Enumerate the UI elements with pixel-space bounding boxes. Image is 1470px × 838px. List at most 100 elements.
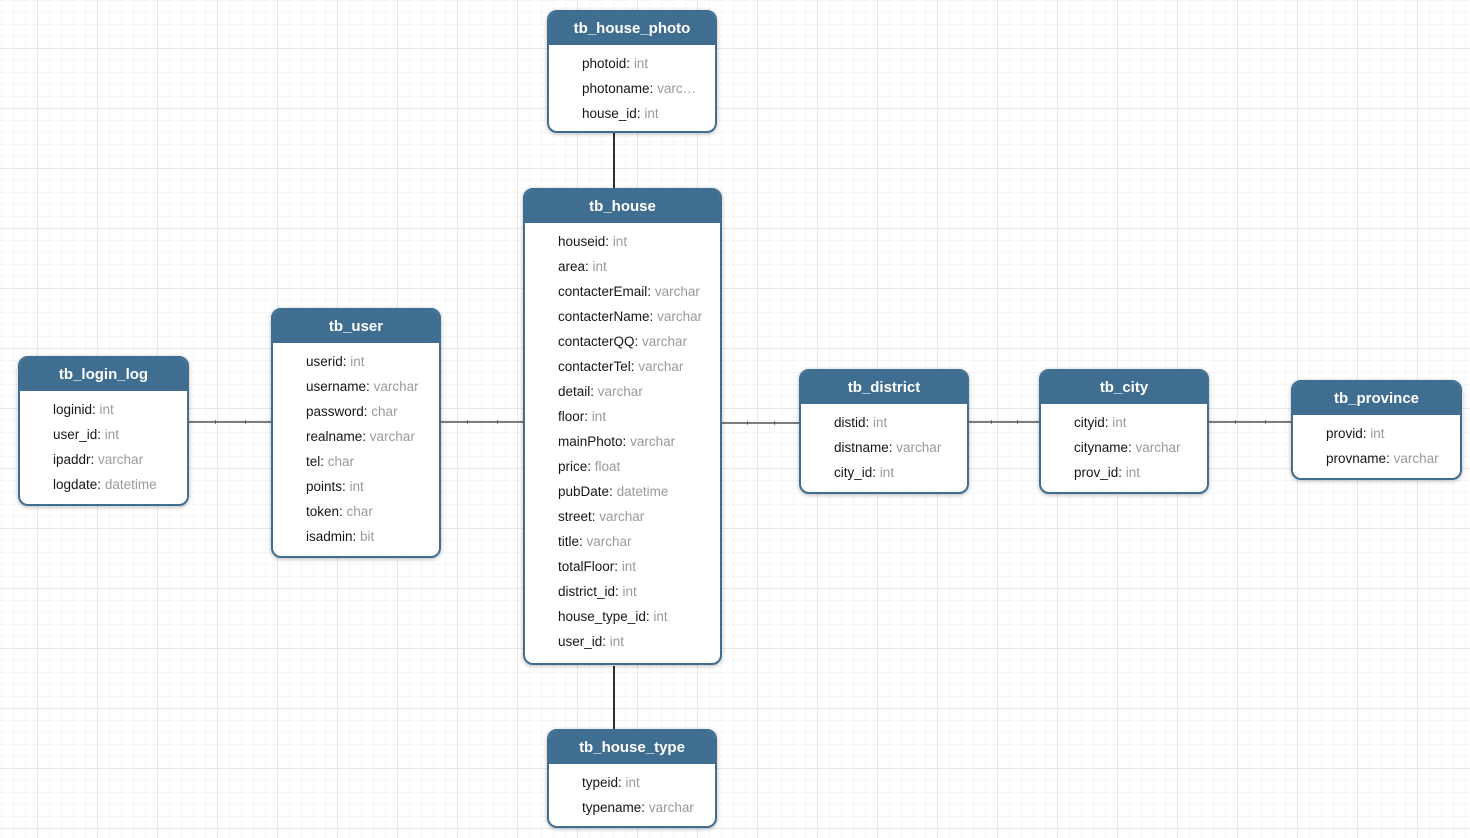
relationship-connector-tb_house_photo-tb_house[interactable]	[613, 133, 615, 188]
field-type: varchar	[654, 284, 700, 299]
field-row-distid[interactable]: distid: int	[801, 410, 967, 435]
field-row-contacterTel[interactable]: contacterTel: varchar	[525, 354, 720, 379]
relationship-connector-tb_city-tb_province[interactable]	[1209, 420, 1291, 424]
entity-title[interactable]: tb_house_type	[549, 731, 715, 764]
relationship-connector-tb_house-tb_district[interactable]	[722, 421, 799, 425]
field-row-district_id[interactable]: district_id: int	[525, 579, 720, 604]
field-colon: :	[320, 454, 328, 469]
field-row-street[interactable]: street: varchar	[525, 504, 720, 529]
field-row-logdate[interactable]: logdate: datetime	[20, 472, 187, 497]
field-type: char	[371, 404, 398, 419]
field-type: varchar	[586, 534, 632, 549]
field-row-token[interactable]: token: char	[273, 499, 439, 524]
field-row-distname[interactable]: distname: varchar	[801, 435, 967, 460]
field-name: isadmin	[306, 529, 353, 544]
field-name: username	[306, 379, 367, 394]
field-row-typename[interactable]: typename: varchar	[549, 795, 715, 820]
field-row-area[interactable]: area: int	[525, 254, 720, 279]
relationship-connector-tb_house-tb_house_type[interactable]	[613, 666, 615, 729]
field-row-username[interactable]: username: varchar	[273, 374, 439, 399]
field-row-pubDate[interactable]: pubDate: datetime	[525, 479, 720, 504]
cardinality-tick	[774, 421, 776, 425]
field-type: varchar	[369, 429, 415, 444]
field-name: typename	[582, 800, 642, 815]
field-row-houseid[interactable]: houseid: int	[525, 229, 720, 254]
field-row-user_id[interactable]: user_id: int	[20, 422, 187, 447]
field-colon: :	[1386, 451, 1394, 466]
field-row-prov_id[interactable]: prov_id: int	[1041, 460, 1207, 485]
field-name: provid	[1326, 426, 1363, 441]
field-row-provid[interactable]: provid: int	[1293, 421, 1460, 446]
field-row-photoname[interactable]: photoname: varc…	[549, 76, 715, 101]
field-row-user_id[interactable]: user_id: int	[525, 629, 720, 654]
field-row-typeid[interactable]: typeid: int	[549, 770, 715, 795]
field-row-password[interactable]: password: char	[273, 399, 439, 424]
field-row-provname[interactable]: provname: varchar	[1293, 446, 1460, 471]
entity-title[interactable]: tb_user	[273, 310, 439, 343]
field-row-photoid[interactable]: photoid: int	[549, 51, 715, 76]
entity-title[interactable]: tb_city	[1041, 371, 1207, 404]
field-type: varchar	[373, 379, 419, 394]
field-row-cityid[interactable]: cityid: int	[1041, 410, 1207, 435]
field-name: ipaddr	[53, 452, 91, 467]
field-row-points[interactable]: points: int	[273, 474, 439, 499]
relationship-connector-tb_user-tb_house[interactable]	[441, 420, 523, 424]
relationship-connector-tb_district-tb_city[interactable]	[969, 420, 1039, 424]
field-colon: :	[622, 434, 631, 449]
field-row-city_id[interactable]: city_id: int	[801, 460, 967, 485]
field-name: house_type_id	[558, 609, 646, 624]
field-row-realname[interactable]: realname: varchar	[273, 424, 439, 449]
field-row-cityname[interactable]: cityname: varchar	[1041, 435, 1207, 460]
entity-title[interactable]: tb_house	[525, 190, 720, 223]
field-type: int	[621, 559, 637, 574]
field-colon: :	[645, 609, 654, 624]
field-type: int	[592, 259, 607, 274]
field-row-contacterEmail[interactable]: contacterEmail: varchar	[525, 279, 720, 304]
field-type: int	[350, 354, 365, 369]
field-colon: :	[865, 415, 874, 430]
field-row-mainPhoto[interactable]: mainPhoto: varchar	[525, 429, 720, 454]
field-row-contacterQQ[interactable]: contacterQQ: varchar	[525, 329, 720, 354]
field-row-tel[interactable]: tel: char	[273, 449, 439, 474]
field-row-ipaddr[interactable]: ipaddr: varchar	[20, 447, 187, 472]
field-type: varchar	[896, 440, 942, 455]
field-row-loginid[interactable]: loginid: int	[20, 397, 187, 422]
field-row-isadmin[interactable]: isadmin: bit	[273, 524, 439, 549]
field-name: floor	[558, 409, 585, 424]
field-row-floor[interactable]: floor: int	[525, 404, 720, 429]
field-row-userid[interactable]: userid: int	[273, 349, 439, 374]
field-row-price[interactable]: price: float	[525, 454, 720, 479]
field-colon: :	[362, 429, 370, 444]
field-name: totalFloor	[558, 559, 615, 574]
field-colon: :	[649, 309, 658, 324]
field-type: int	[633, 56, 649, 71]
field-row-house_id[interactable]: house_id: int	[549, 101, 715, 126]
cardinality-tick	[991, 420, 993, 424]
field-row-house_type_id[interactable]: house_type_id: int	[525, 604, 720, 629]
entity-title[interactable]: tb_login_log	[20, 358, 187, 391]
field-name: houseid	[558, 234, 606, 249]
field-colon: :	[1118, 465, 1126, 480]
field-colon: :	[888, 440, 897, 455]
entity-title[interactable]: tb_district	[801, 371, 967, 404]
entity-title[interactable]: tb_house_photo	[549, 12, 715, 45]
field-row-contacterName[interactable]: contacterName: varchar	[525, 304, 720, 329]
field-row-detail[interactable]: detail: varchar	[525, 379, 720, 404]
field-type: int	[1112, 415, 1127, 430]
field-row-title[interactable]: title: varchar	[525, 529, 720, 554]
field-row-totalFloor[interactable]: totalFloor: int	[525, 554, 720, 579]
field-name: cityname	[1074, 440, 1129, 455]
relationship-connector-tb_login_log-tb_user[interactable]	[189, 420, 271, 424]
entity-title[interactable]: tb_province	[1293, 382, 1460, 415]
